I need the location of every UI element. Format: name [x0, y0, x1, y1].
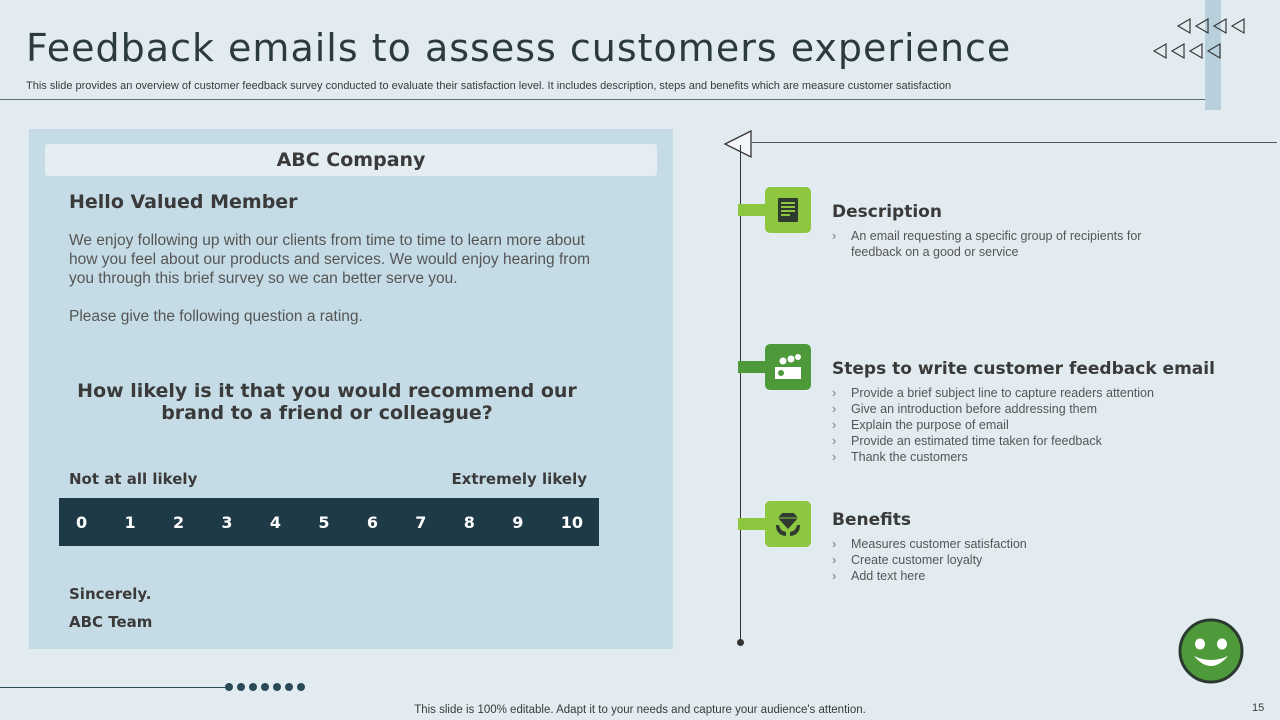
decorative-triangles-top	[1176, 17, 1248, 35]
list-item: Create customer loyalty	[832, 552, 1132, 568]
rating-option[interactable]: 1	[124, 512, 136, 532]
rating-scale: 0 1 2 3 4 5 6 7 8 9 10	[59, 498, 599, 546]
list-item: Explain the purpose of email	[832, 417, 1192, 433]
rating-option[interactable]: 5	[318, 512, 330, 532]
smiley-face-icon	[1178, 618, 1244, 684]
step-icon-box	[765, 344, 811, 390]
step-list: An email requesting a specific group of …	[832, 228, 1172, 260]
footer-dots	[225, 683, 305, 691]
step-icon-box	[765, 501, 811, 547]
timeline-arrow-icon	[723, 129, 752, 159]
step-title: Steps to write customer feedback email	[832, 359, 1215, 379]
step-connector	[738, 204, 768, 216]
money-chart-icon	[775, 354, 801, 379]
step-connector	[738, 518, 768, 530]
email-greeting: Hello Valued Member	[69, 191, 298, 213]
rating-option[interactable]: 0	[76, 512, 88, 532]
rating-option[interactable]: 2	[172, 512, 185, 532]
step-list: Provide a brief subject line to capture …	[832, 385, 1192, 465]
step-connector	[738, 361, 768, 373]
list-item: Give an introduction before addressing t…	[832, 401, 1192, 417]
rating-option[interactable]: 6	[366, 512, 378, 532]
email-signature: ABC Team	[69, 613, 153, 631]
rating-option[interactable]: 7	[415, 512, 427, 532]
list-item: Thank the customers	[832, 449, 1192, 465]
list-item: Provide an estimated time taken for feed…	[832, 433, 1192, 449]
title-divider	[0, 99, 1206, 100]
document-icon	[778, 198, 798, 222]
timeline-end-dot	[737, 639, 744, 646]
survey-question: How likely is it that you would recommen…	[77, 380, 577, 424]
rating-prompt: Please give the following question a rat…	[69, 308, 363, 325]
list-item: Provide a brief subject line to capture …	[832, 385, 1192, 401]
scale-high-label: Extremely likely	[451, 470, 587, 488]
rating-option[interactable]: 4	[269, 512, 282, 532]
footer-note: This slide is 100% editable. Adapt it to…	[414, 704, 866, 716]
step-title: Benefits	[832, 510, 911, 530]
rating-option[interactable]: 3	[221, 512, 233, 532]
step-title: Description	[832, 202, 942, 222]
slide-title: Feedback emails to assess customers expe…	[26, 26, 1012, 70]
page-number: 15	[1252, 702, 1265, 714]
decorative-triangles-bottom	[1152, 42, 1224, 60]
list-item: Add text here	[832, 568, 1132, 584]
email-signoff: Sincerely.	[69, 585, 152, 603]
company-name: ABC Company	[45, 144, 657, 176]
footer-line	[0, 687, 226, 688]
timeline-line	[740, 145, 741, 642]
timeline-top-line	[752, 142, 1277, 143]
email-body: We enjoy following up with our clients f…	[69, 232, 590, 287]
step-icon-box	[765, 187, 811, 233]
rating-option[interactable]: 9	[512, 512, 524, 532]
list-item: An email requesting a specific group of …	[832, 228, 1172, 260]
rating-option[interactable]: 8	[463, 512, 475, 532]
rating-option[interactable]: 10	[560, 512, 583, 532]
scale-low-label: Not at all likely	[69, 470, 198, 488]
slide-subtitle: This slide provides an overview of custo…	[26, 80, 952, 92]
list-item: Measures customer satisfaction	[832, 536, 1132, 552]
step-list: Measures customer satisfaction Create cu…	[832, 536, 1132, 584]
diamond-hands-icon	[776, 513, 800, 536]
email-card: ABC Company Hello Valued Member We enjoy…	[29, 129, 673, 649]
